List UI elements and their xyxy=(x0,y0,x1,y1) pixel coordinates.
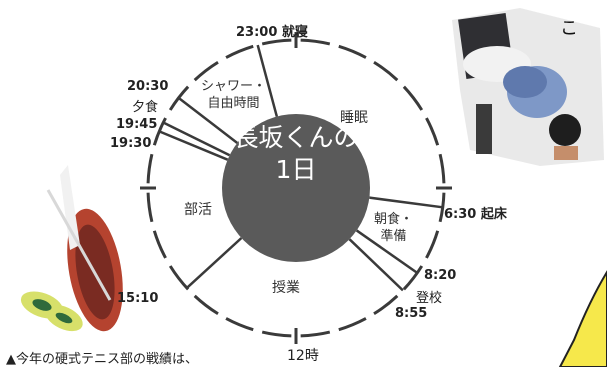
division-line-1510 xyxy=(186,237,243,289)
clock-ring-segment xyxy=(193,60,219,82)
clock-ring-segment xyxy=(152,117,167,146)
label-to-school: 登校 xyxy=(416,291,443,306)
shoes-racket-photo xyxy=(20,165,123,332)
activity-shower-line2: 自由時間 xyxy=(207,96,260,111)
photo-caption: ▲今年の硬式テニス部の戦績は、 xyxy=(6,352,198,367)
mark-2030: 20:30 xyxy=(127,79,169,94)
activity-classes: 授業 xyxy=(272,280,300,296)
division-line-1930 xyxy=(158,130,229,161)
center-title: 長坂くんの 1日 xyxy=(211,122,381,186)
activity-shower: シャワー・ 自由時間 xyxy=(201,78,266,112)
mark-noon: 12時 xyxy=(287,348,319,364)
clock-ring-segment xyxy=(225,44,254,59)
clock-ring-segment xyxy=(402,265,424,291)
clock-ring-segment xyxy=(193,294,219,316)
clock-ring-group xyxy=(140,32,452,344)
mark-bedtime: 23:00 就寝 xyxy=(236,25,308,40)
center-title-line1: 長坂くんの xyxy=(233,123,359,152)
clock-ring-segment xyxy=(338,44,367,59)
clock-ring-segment xyxy=(402,85,424,111)
mark-1945: 19:45 xyxy=(116,117,158,132)
photo-glyph: こ xyxy=(560,18,578,39)
center-title-line2: 1日 xyxy=(275,155,317,184)
clock-ring-segment xyxy=(338,317,367,332)
activity-shower-line1: シャワー・ xyxy=(201,79,267,94)
division-line-2300 xyxy=(256,44,279,117)
mark-wakeup: 6:30 起床 xyxy=(444,207,507,222)
label-dinner: 夕食 xyxy=(132,100,159,115)
clock-ring-segment xyxy=(373,294,399,316)
mark-0855: 8:55 xyxy=(395,306,428,321)
clock-ring-segment xyxy=(261,330,292,338)
division-line-855 xyxy=(348,238,404,292)
clock-ring-segment xyxy=(261,38,292,46)
clock-ring-segment xyxy=(225,317,254,332)
clock-ring-segment xyxy=(438,192,446,223)
pushup-photo xyxy=(452,8,604,166)
clock-center-disc xyxy=(222,114,370,262)
clock-ring-segment xyxy=(425,117,440,146)
clock-ring-segment xyxy=(438,153,446,184)
activity-club: 部活 xyxy=(184,202,212,218)
clock-ring-segment xyxy=(300,330,331,338)
clock-ring-segment xyxy=(146,153,154,184)
clock-ring-segment xyxy=(425,230,440,259)
mark-1510: 15:10 xyxy=(117,291,159,306)
mark-0820: 8:20 xyxy=(424,268,457,283)
division-line-1945 xyxy=(162,121,231,157)
mark-1930: 19:30 xyxy=(110,136,152,151)
clock-ring-segment xyxy=(373,60,399,82)
division-line-630 xyxy=(369,196,443,209)
activity-breakfast-line1: 朝食・ xyxy=(374,212,414,227)
activity-breakfast: 朝食・ 準備 xyxy=(374,211,413,245)
clock-ring-segment xyxy=(152,230,167,259)
clock-ring-segment xyxy=(146,192,154,223)
division-line-2030 xyxy=(177,96,239,144)
division-line-820 xyxy=(355,229,418,274)
yellow-decoration xyxy=(558,270,607,367)
activity-breakfast-line2: 準備 xyxy=(380,229,407,244)
activity-sleep: 睡眠 xyxy=(340,110,368,126)
clock-ring-segment xyxy=(168,265,190,291)
clock-ring-segment xyxy=(300,38,331,46)
